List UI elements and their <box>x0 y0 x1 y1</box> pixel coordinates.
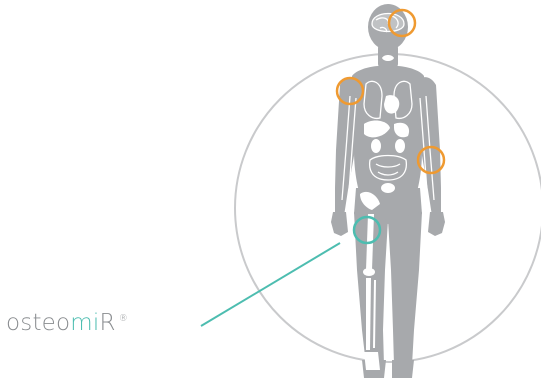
brand-highlight: mi <box>70 310 99 336</box>
leader-line <box>201 243 340 326</box>
brand-suffix: R <box>100 310 116 336</box>
brand-prefix: osteo <box>6 310 70 336</box>
osteomir-logo: osteomiR® <box>6 310 128 336</box>
registered-mark: ® <box>119 314 128 324</box>
